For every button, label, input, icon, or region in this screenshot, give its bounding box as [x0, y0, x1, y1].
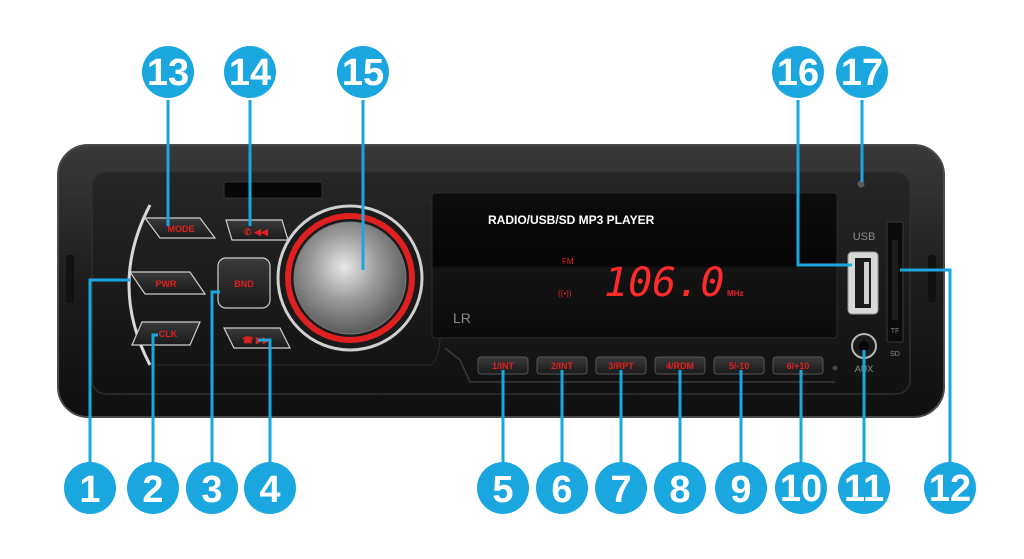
preset-3-label: 3/RPT: [608, 361, 634, 371]
callout-17: 17: [836, 46, 888, 98]
preset-6-label: 6/+10: [787, 361, 810, 371]
prev-phone-icon: ✆ ◀◀: [244, 227, 269, 237]
svg-text:13: 13: [147, 52, 189, 94]
svg-text:12: 12: [929, 468, 971, 510]
mode-button[interactable]: MODE: [143, 217, 217, 239]
mode-button-label: MODE: [168, 224, 195, 234]
next-phone-icon: ☎ ▶▶: [242, 335, 271, 345]
callout-6: 6: [536, 462, 588, 514]
svg-text:3: 3: [201, 469, 222, 511]
svg-text:14: 14: [229, 52, 271, 94]
frequency-readout: 106.0: [604, 260, 724, 306]
preset-button-2[interactable]: 2/INT: [536, 356, 588, 375]
bnd-button[interactable]: BND: [217, 257, 271, 309]
usb-label: USB: [853, 231, 876, 243]
callout-12: 12: [924, 462, 976, 514]
svg-text:15: 15: [342, 52, 384, 94]
preset-4-label: 4/RDM: [666, 361, 694, 371]
callout-10: 10: [775, 462, 827, 514]
pwr-button[interactable]: PWR: [128, 271, 207, 295]
svg-text:2: 2: [142, 469, 163, 511]
pwr-button-label: PWR: [156, 279, 177, 289]
callout-2: 2: [127, 462, 179, 514]
fm-indicator: FM: [562, 257, 574, 266]
svg-text:9: 9: [730, 469, 751, 511]
callout-4: 4: [244, 462, 296, 514]
svg-text:7: 7: [610, 469, 631, 511]
svg-text:4: 4: [259, 469, 280, 511]
callout-11: 11: [838, 462, 890, 514]
callout-8: 8: [654, 462, 706, 514]
svg-text:8: 8: [669, 469, 690, 511]
leader-lines: [88, 100, 952, 470]
preset-2-label: 2/INT: [551, 361, 574, 371]
sd-label: SD: [890, 351, 900, 358]
callout-5: 5: [477, 462, 529, 514]
clk-button[interactable]: CLK: [131, 321, 201, 346]
next-track-button[interactable]: ☎ ▶▶: [223, 327, 291, 349]
right-ports: USB TF SD AUX: [847, 180, 904, 374]
volume-knob[interactable]: [276, 204, 424, 352]
svg-text:1: 1: [79, 469, 100, 511]
svg-text:10: 10: [780, 468, 822, 510]
clk-button-label: CLK: [159, 329, 178, 339]
callout-16: 16: [772, 46, 824, 98]
callout-7: 7: [595, 462, 647, 514]
prev-track-button[interactable]: ✆ ◀◀: [225, 219, 289, 241]
callouts: 1 2 3 4 5 6 7 8 9 10 11 12 13 14 15 16 1…: [64, 46, 976, 514]
sd-card-slot[interactable]: [886, 221, 904, 343]
tf-label: TF: [891, 328, 900, 335]
bnd-button-label: BND: [234, 279, 254, 289]
usb-port[interactable]: [847, 251, 879, 315]
callout-9: 9: [715, 462, 767, 514]
svg-text:5: 5: [492, 469, 513, 511]
mic-hole: [832, 365, 838, 371]
preset-5-label: 5/-10: [729, 361, 750, 371]
callout-14: 14: [224, 46, 276, 98]
callout-1: 1: [64, 462, 116, 514]
svg-text:16: 16: [777, 52, 819, 94]
lcd-display: RADIO/USB/SD MP3 PLAYER FM ((•)) 106.0 M…: [431, 192, 838, 339]
lr-logo: LR: [453, 310, 471, 326]
callout-15: 15: [337, 46, 389, 98]
preset-button-6[interactable]: 6/+10: [772, 356, 824, 375]
signal-icon: ((•)): [558, 289, 572, 298]
svg-text:11: 11: [844, 468, 884, 510]
preset-buttons: 1/INT 2/INT 3/RPT 4/RDM 5/-10 6/+10: [444, 347, 838, 383]
callout-3: 3: [186, 462, 238, 514]
preset-button-3[interactable]: 3/RPT: [595, 356, 647, 375]
frequency-unit: MHz: [727, 289, 743, 298]
svg-text:17: 17: [841, 52, 883, 94]
preset-button-5[interactable]: 5/-10: [713, 356, 765, 375]
svg-text:6: 6: [551, 469, 572, 511]
display-title: RADIO/USB/SD MP3 PLAYER: [488, 213, 655, 227]
preset-1-label: 1/INT: [492, 361, 515, 371]
callout-13: 13: [142, 46, 194, 98]
ir-receiver: [857, 180, 865, 188]
